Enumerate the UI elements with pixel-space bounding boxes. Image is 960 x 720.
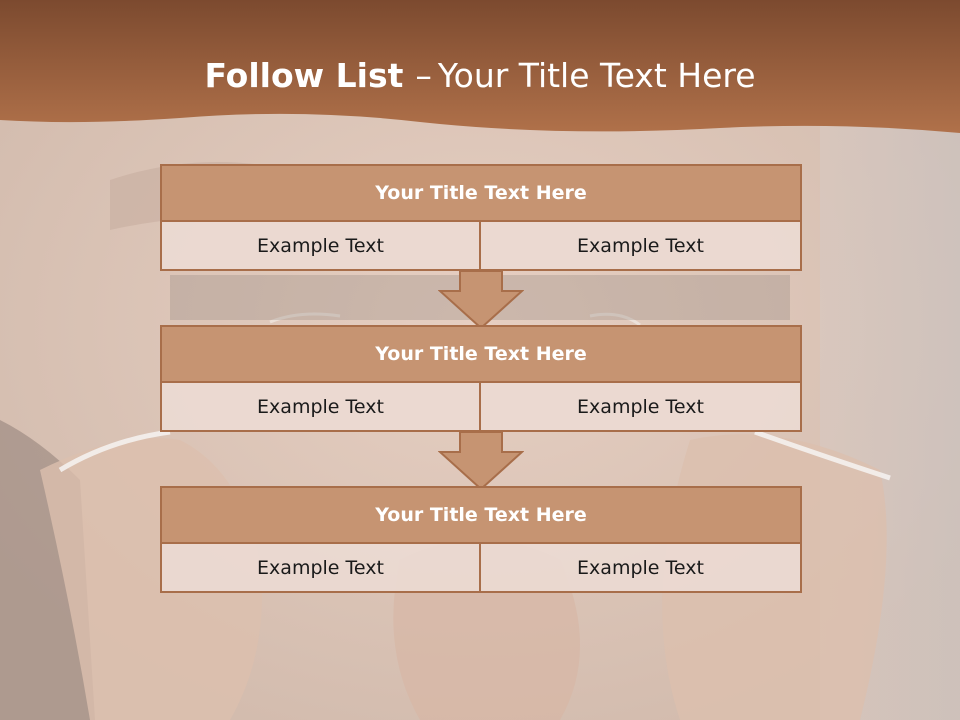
- block-title: Your Title Text Here: [160, 486, 802, 544]
- slide-title: Follow List–Your Title Text Here: [0, 52, 960, 100]
- block-cell-right: Example Text: [481, 222, 802, 271]
- block-title: Your Title Text Here: [160, 325, 802, 383]
- block-row: Example Text Example Text: [160, 383, 802, 432]
- down-arrow-icon: [438, 431, 524, 491]
- block-row: Example Text Example Text: [160, 222, 802, 271]
- header-band: [0, 0, 960, 133]
- list-block-1: Your Title Text Here Example Text Exampl…: [160, 164, 802, 271]
- block-cell-right: Example Text: [481, 544, 802, 593]
- list-block-3: Your Title Text Here Example Text Exampl…: [160, 486, 802, 593]
- block-cell-left: Example Text: [160, 222, 481, 271]
- block-cell-right: Example Text: [481, 383, 802, 432]
- title-rest: Your Title Text Here: [437, 56, 756, 95]
- block-title: Your Title Text Here: [160, 164, 802, 222]
- block-row: Example Text Example Text: [160, 544, 802, 593]
- block-cell-left: Example Text: [160, 544, 481, 593]
- block-cell-left: Example Text: [160, 383, 481, 432]
- down-arrow-icon: [438, 270, 524, 330]
- title-separator: –: [415, 56, 432, 95]
- list-block-2: Your Title Text Here Example Text Exampl…: [160, 325, 802, 432]
- title-bold: Follow List: [204, 56, 404, 95]
